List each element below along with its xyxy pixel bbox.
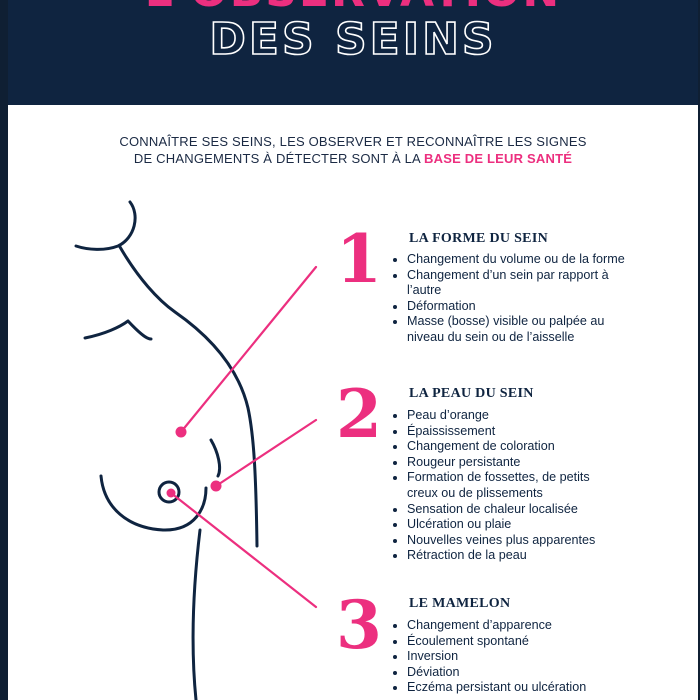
title-line-2: DES SEINS bbox=[209, 13, 497, 66]
section-list-3: Changement d’apparence Écoulement sponta… bbox=[394, 618, 700, 696]
section-list-1: Changement du volume ou de la forme Chan… bbox=[394, 252, 700, 346]
list-item: Ulcération ou plaie bbox=[407, 517, 700, 533]
section-list-2: Peau d’orange Épaississement Changement … bbox=[394, 408, 700, 564]
back-arm-line bbox=[118, 245, 259, 548]
right-frame-border bbox=[698, 0, 700, 700]
list-item: Rougeur persistante bbox=[407, 455, 700, 471]
list-item: Formation de fossettes, de petits creux … bbox=[407, 470, 607, 501]
left-frame-border bbox=[0, 0, 8, 700]
list-item: Déformation bbox=[407, 299, 700, 315]
list-item: Épaississement bbox=[407, 424, 700, 440]
list-item: Masse (bosse) visible ou palpée au nivea… bbox=[407, 314, 637, 345]
intro-line-1: CONNAÎTRE SES SEINS, LES OBSERVER ET REC… bbox=[119, 134, 587, 149]
intro-highlight: BASE DE LEUR SANTÉ bbox=[424, 151, 573, 166]
section-title-3: LE MAMELON bbox=[409, 596, 511, 611]
intro-line-2-prefix: DE CHANGEMENTS À DÉTECTER SONT À LA bbox=[133, 151, 425, 166]
breast-contour-line bbox=[99, 474, 208, 532]
list-item: Inversion bbox=[407, 649, 700, 665]
nipple-ring bbox=[157, 480, 181, 504]
section-title-1: LA FORME DU SEIN bbox=[409, 231, 548, 246]
right-breast-line bbox=[209, 438, 222, 478]
list-item: Déviation bbox=[407, 665, 700, 681]
section-number-3: 3 bbox=[336, 586, 382, 664]
intro-line-2: DE CHANGEMENTS À DÉTECTER SONT À LA BASE… bbox=[8, 150, 698, 167]
list-item: Sensation de chaleur localisée bbox=[407, 502, 700, 518]
pointer-dot-3 bbox=[166, 488, 176, 498]
pointer-dot-2 bbox=[210, 480, 222, 492]
list-item: Peau d’orange bbox=[407, 408, 700, 424]
list-item: Nouvelles veines plus apparentes bbox=[407, 533, 700, 549]
intro-text: CONNAÎTRE SES SEINS, LES OBSERVER ET REC… bbox=[8, 133, 698, 167]
title-line-1: L'OBSERVATION bbox=[8, 0, 698, 17]
list-item: Changement d’un sein par rapport à l’aut… bbox=[407, 268, 617, 299]
armpit-line bbox=[83, 319, 153, 341]
list-item: Rétraction de la peau bbox=[407, 548, 700, 564]
torso-side-line bbox=[191, 528, 202, 700]
pointer-line-3 bbox=[169, 491, 318, 609]
list-item: Changement d’apparence bbox=[407, 618, 700, 634]
header-banner: L'OBSERVATION DES SEINS bbox=[8, 0, 698, 105]
neck-shoulder-line bbox=[74, 200, 137, 251]
list-item: Changement du volume ou de la forme bbox=[407, 252, 700, 268]
list-item: Changement de coloration bbox=[407, 439, 700, 455]
list-item: Écoulement spontané bbox=[407, 634, 700, 650]
pointer-dot-1 bbox=[175, 426, 187, 438]
pointer-line-2 bbox=[214, 418, 318, 488]
pointer-line-1 bbox=[179, 265, 318, 434]
section-number-2: 2 bbox=[336, 375, 382, 453]
section-title-2: LA PEAU DU SEIN bbox=[409, 386, 534, 401]
section-number-1: 1 bbox=[336, 220, 382, 298]
list-item: Eczéma persistant ou ulcération bbox=[407, 680, 700, 696]
